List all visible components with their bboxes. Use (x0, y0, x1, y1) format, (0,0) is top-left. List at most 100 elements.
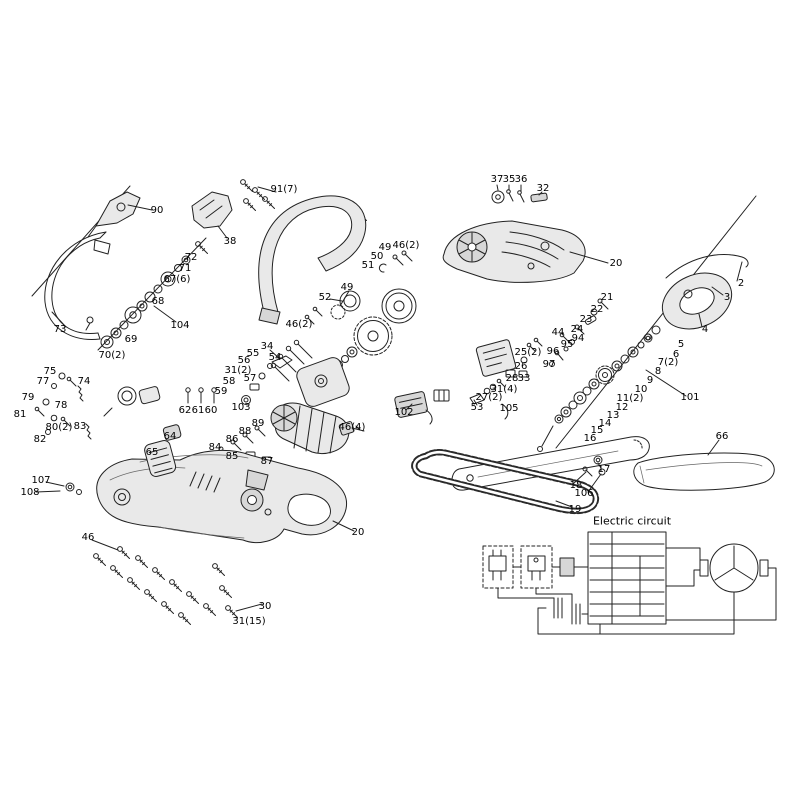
part-label-103: 103 (231, 402, 251, 413)
part-label-74: 74 (77, 376, 91, 387)
part-label-97: 97 (542, 359, 556, 370)
part-label-72: 72 (184, 252, 198, 263)
part-label-61: 61 (191, 405, 205, 416)
bar-cover (633, 452, 775, 491)
part-label-917: 91(7) (270, 184, 298, 195)
part-label-20: 20 (351, 527, 365, 538)
part-label-96: 96 (546, 346, 560, 357)
part-label-3: 3 (723, 292, 731, 303)
armature (218, 402, 365, 465)
part-label-65: 65 (145, 447, 159, 458)
part-label-83: 83 (73, 421, 87, 432)
part-label-62: 62 (178, 405, 192, 416)
part-label-19: 19 (568, 504, 582, 515)
part-label-464: 46(4) (338, 422, 366, 433)
part-label-9: 9 (646, 375, 654, 386)
part-label-17: 17 (597, 464, 611, 475)
front-handle (258, 195, 367, 325)
clutch-drum-assembly (304, 250, 417, 380)
part-label-86: 86 (225, 434, 239, 445)
part-label-57: 57 (243, 373, 257, 384)
tank-parts (65, 386, 182, 495)
part-label-44: 44 (551, 327, 565, 338)
part-label-37: 37 (490, 174, 504, 185)
part-label-75: 75 (43, 366, 57, 377)
part-label-13: 13 (606, 410, 620, 421)
part-label-28: 28 (505, 373, 519, 384)
part-label-462: 46(2) (392, 240, 420, 251)
part-label-5: 5 (677, 339, 685, 350)
part-label-8: 8 (654, 366, 662, 377)
part-label-18: 18 (569, 480, 583, 491)
part-label-24: 24 (570, 324, 584, 335)
part-label-95: 95 (560, 339, 574, 350)
part-label-46: 46 (81, 532, 95, 543)
part-label-49: 49 (340, 282, 354, 293)
part-label-21: 21 (600, 292, 614, 303)
part-label-20: 20 (609, 258, 623, 269)
oil-pump-assembly (185, 339, 350, 407)
electric-circuit-caption: Electric circuit (592, 514, 672, 528)
part-label-22: 22 (590, 304, 604, 315)
part-label-58: 58 (222, 376, 236, 387)
part-label-78: 78 (54, 400, 68, 411)
part-label-314: 31(4) (490, 384, 518, 395)
part-label-88: 88 (238, 426, 252, 437)
part-label-36: 36 (514, 174, 528, 185)
part-label-52: 52 (318, 292, 332, 303)
part-label-69: 69 (124, 334, 138, 345)
part-label-462: 46(2) (285, 319, 313, 330)
part-label-85: 85 (225, 451, 239, 462)
switch-assembly (394, 298, 609, 425)
saw-chain (411, 448, 600, 515)
part-label-60: 60 (204, 405, 218, 416)
part-label-71: 71 (178, 263, 192, 274)
part-label-64: 64 (163, 431, 177, 442)
part-label-676: 67(6) (163, 274, 191, 285)
part-label-50: 50 (370, 251, 384, 262)
part-label-51: 51 (361, 260, 375, 271)
guide-bar (451, 436, 650, 491)
part-label-32: 32 (536, 183, 550, 194)
part-label-2: 2 (737, 278, 745, 289)
part-label-79: 79 (21, 392, 35, 403)
part-label-12: 12 (615, 402, 629, 413)
part-label-105: 105 (499, 403, 519, 414)
part-label-72: 7(2) (657, 357, 679, 368)
part-label-10: 10 (634, 384, 648, 395)
part-label-112: 11(2) (616, 393, 644, 404)
leader-lines (35, 184, 743, 612)
electric-circuit-schematic (482, 531, 777, 635)
hardware-left (34, 372, 92, 440)
bar-mount-hardware (582, 455, 606, 477)
part-label-53: 53 (470, 402, 484, 413)
part-label-272: 27(2) (475, 392, 503, 403)
part-label-49: 49 (378, 242, 392, 253)
part-label-87: 87 (260, 456, 274, 467)
part-label-312: 31(2) (224, 365, 252, 376)
bracket-part (191, 191, 233, 229)
part-label-94: 94 (571, 333, 585, 344)
part-label-3115: 31(15) (232, 616, 266, 627)
part-label-34: 34 (260, 341, 274, 352)
part-label-15: 15 (590, 425, 604, 436)
part-label-82: 82 (33, 434, 47, 445)
sprocket-cover-assembly (644, 254, 749, 341)
part-label-54: 54 (268, 352, 282, 363)
part-label-84: 84 (208, 442, 222, 453)
part-label-108: 108 (20, 487, 40, 498)
part-label-802: 80(2) (45, 422, 73, 433)
part-label-68: 68 (151, 296, 165, 307)
part-label-77: 77 (36, 376, 50, 387)
part-label-35: 35 (502, 174, 516, 185)
brake-band-assembly (44, 191, 141, 340)
part-label-56: 56 (237, 355, 251, 366)
part-label-89: 89 (251, 418, 265, 429)
part-label-23: 23 (579, 314, 593, 325)
part-label-106: 106 (574, 488, 594, 499)
drive-washer-series (537, 333, 653, 452)
part-label-4: 4 (701, 324, 709, 335)
part-label-55: 55 (246, 348, 260, 359)
